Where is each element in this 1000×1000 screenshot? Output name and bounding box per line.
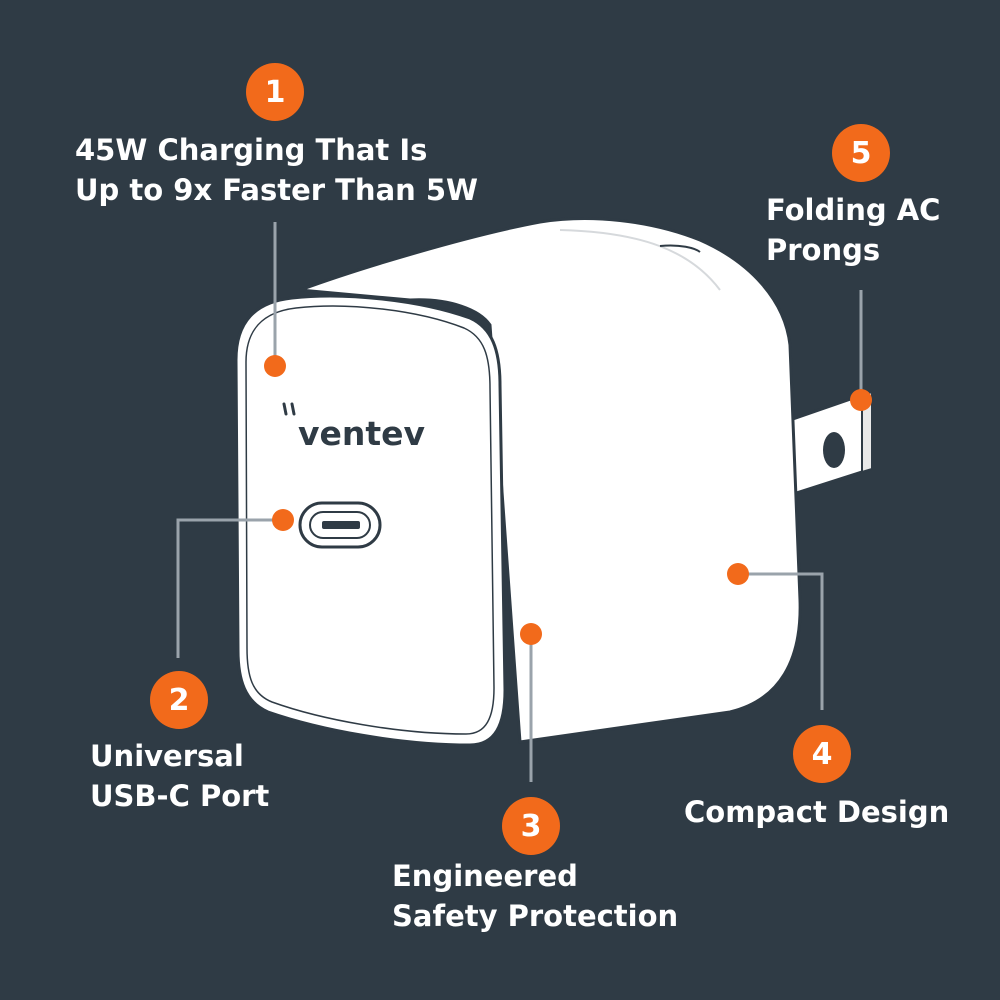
callout-1-badge: 1 — [246, 63, 304, 121]
callout-1-label: 45W Charging That Is Up to 9x Faster Tha… — [75, 130, 478, 210]
connector-4 — [738, 572, 824, 710]
brand-logo: ventev — [298, 414, 426, 453]
callout-2-badge: 2 — [150, 671, 208, 729]
callout-5-line-2: Prongs — [766, 233, 881, 267]
ac-prong — [788, 390, 873, 498]
callout-4-label: Compact Design — [684, 792, 949, 832]
callout-4-badge: 4 — [793, 725, 851, 783]
callout-5-badge: 5 — [832, 124, 890, 182]
dot-5 — [850, 389, 872, 411]
callout-5-label: Folding AC Prongs — [766, 190, 940, 270]
callout-2-line-2: USB-C Port — [90, 779, 270, 813]
callout-3-line-1: Engineered — [392, 859, 578, 893]
callout-1-line-1: 45W Charging That Is — [75, 133, 428, 167]
dot-1 — [264, 355, 286, 377]
callout-4-line-1: Compact Design — [684, 795, 950, 829]
callout-1-line-2: Up to 9x Faster Than 5W — [75, 173, 479, 207]
dot-3 — [520, 623, 542, 645]
dot-4 — [727, 563, 749, 585]
ventev-logo-mark — [282, 402, 296, 416]
callout-2-label: Universal USB-C Port — [90, 736, 269, 816]
callout-5-line-1: Folding AC — [766, 193, 941, 227]
callout-3-line-2: Safety Protection — [392, 899, 679, 933]
callout-connectors — [176, 222, 863, 782]
connector-2 — [176, 518, 283, 658]
callout-3-label: Engineered Safety Protection — [392, 856, 678, 936]
callout-dots — [264, 355, 872, 645]
callout-2-line-1: Universal — [90, 739, 244, 773]
dot-2 — [272, 509, 294, 531]
callout-3-badge: 3 — [502, 797, 560, 855]
usb-c-port — [298, 501, 382, 549]
